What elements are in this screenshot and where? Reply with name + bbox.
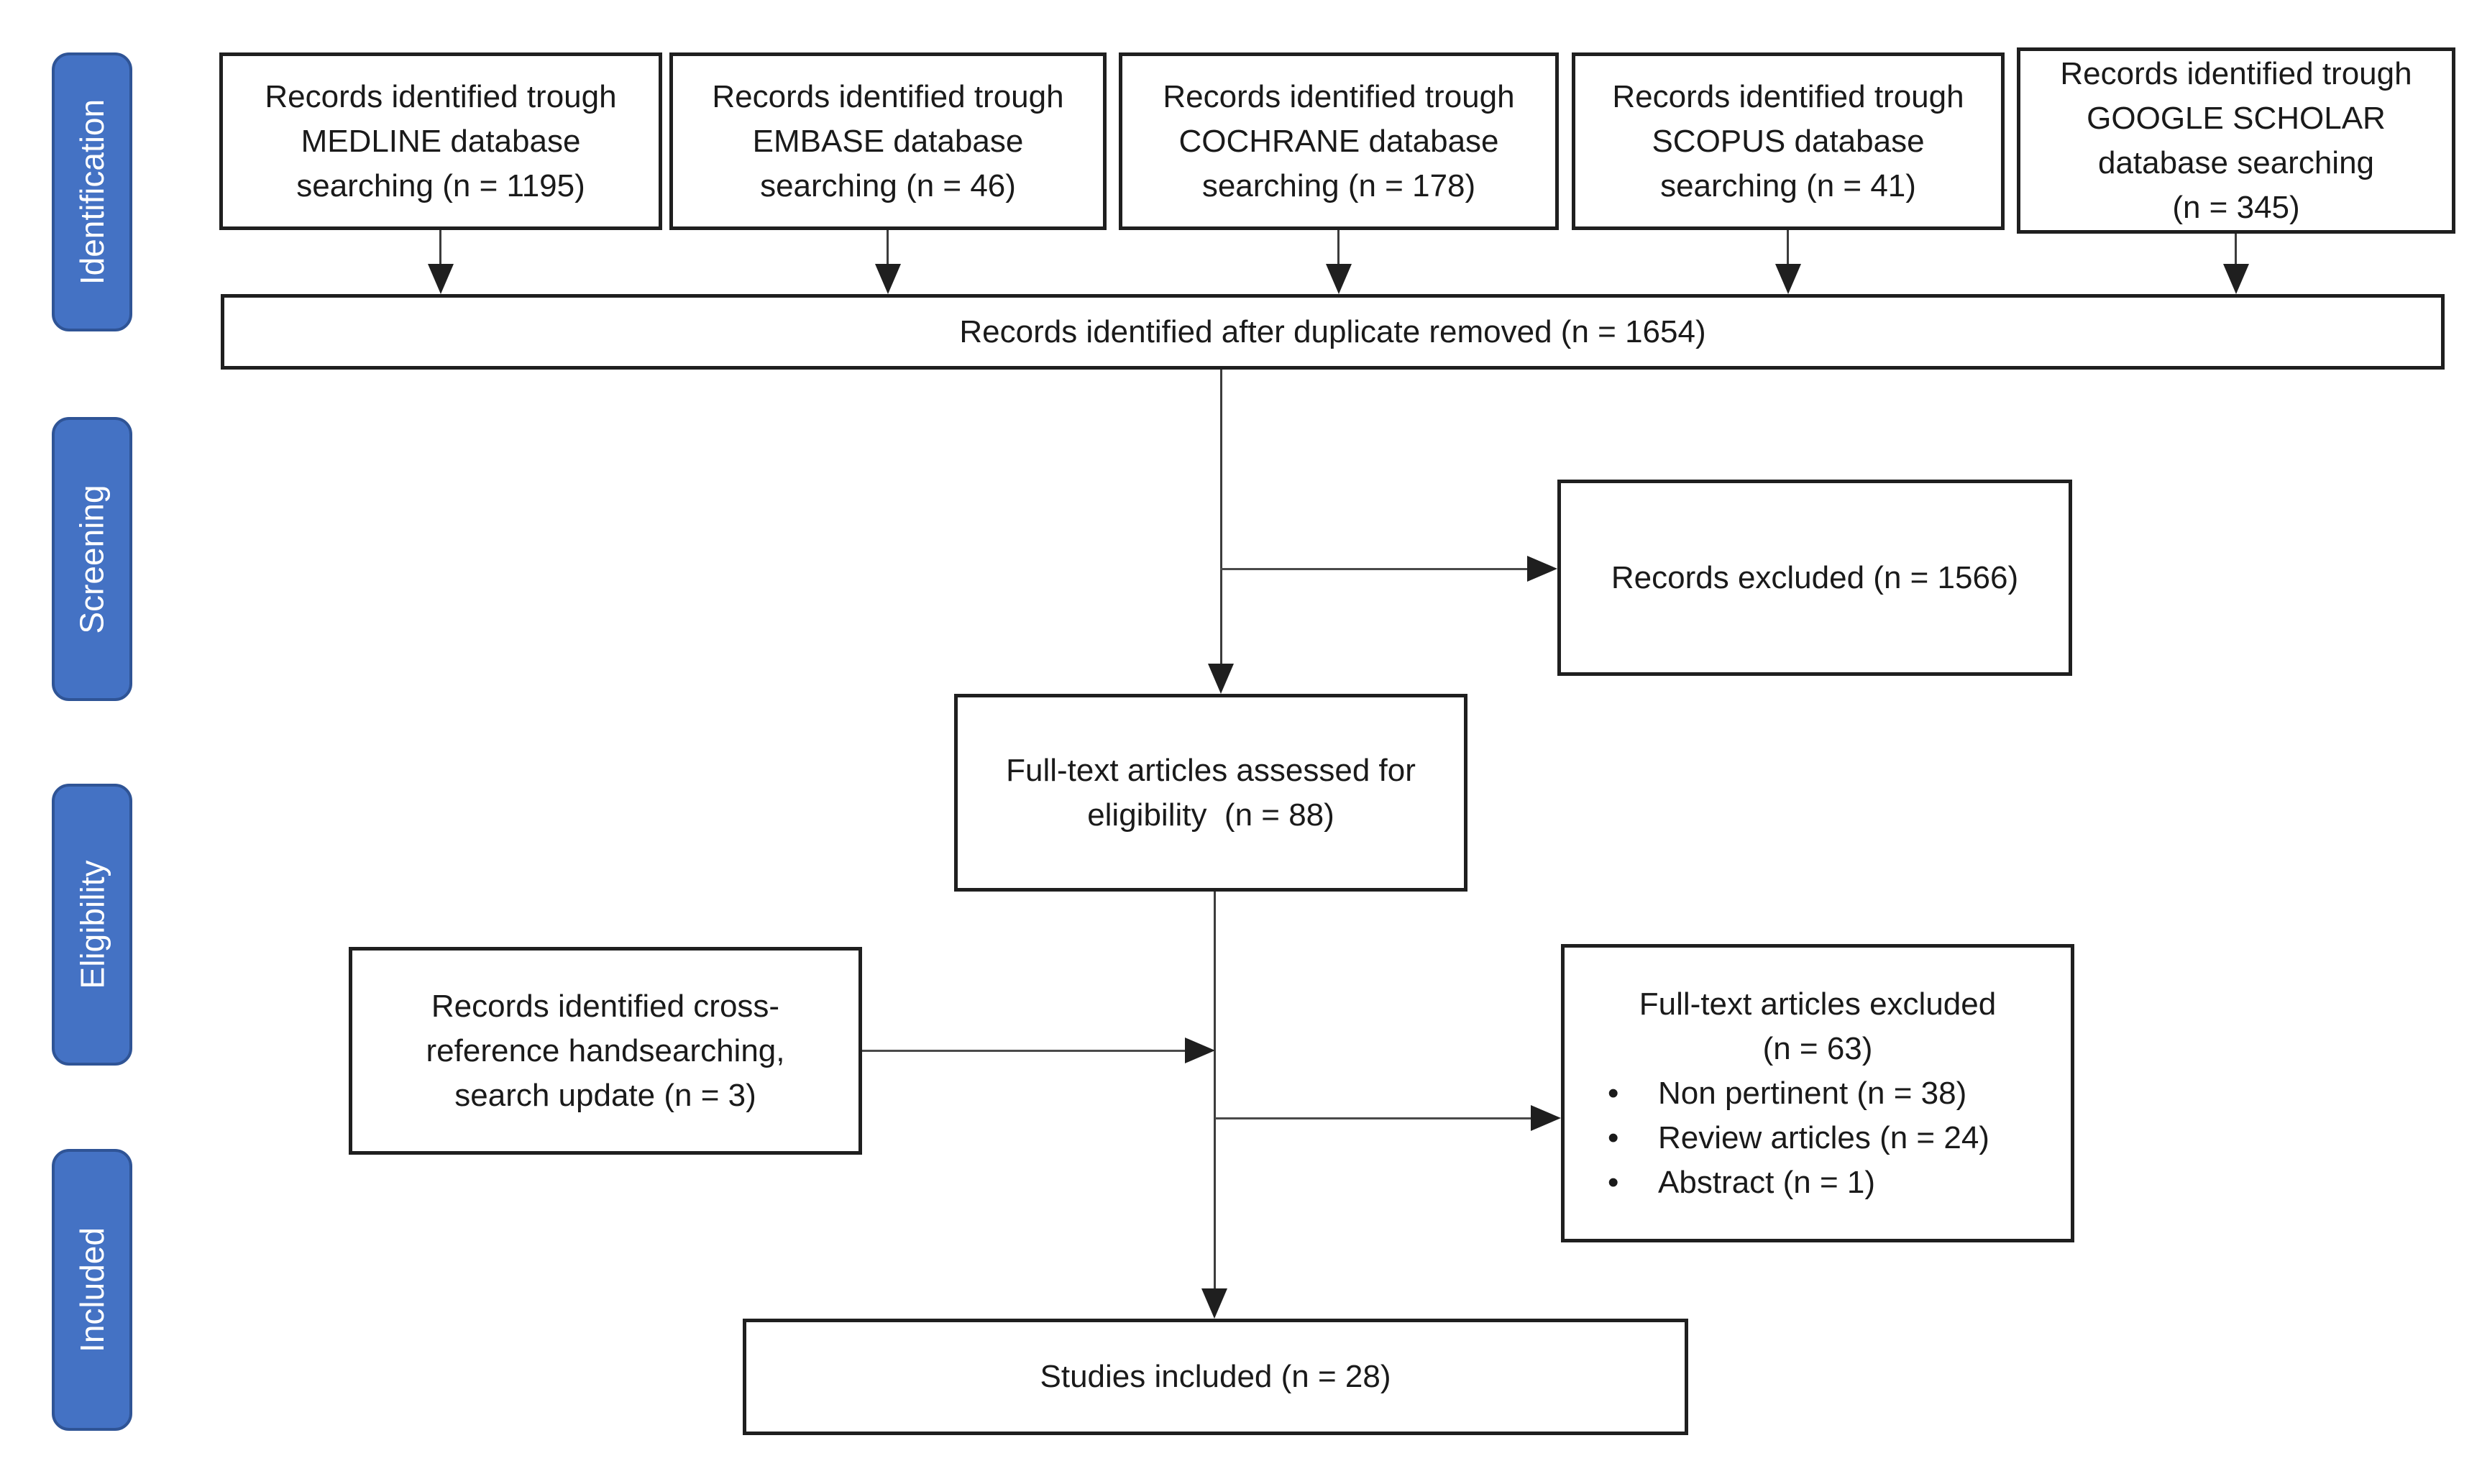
fulltext-excluded-box: Full-text articles excluded (n = 63) • N… [1561, 944, 2074, 1242]
stage-included: Included [52, 1149, 132, 1431]
source-box-medline-text: MEDLINE database [301, 123, 581, 159]
stage-screening: Screening [52, 417, 132, 701]
fulltext-excluded-bullet-text: Review articles (n = 24) [1658, 1119, 1989, 1155]
source-box-google-scholar-text: database searching [2097, 145, 2375, 180]
source-box-google-scholar-text: GOOGLE SCHOLAR [2087, 100, 2386, 136]
connector-dedup-to-assessed [1220, 370, 1222, 666]
arrowhead-fulltext-excluded-icon [1531, 1105, 1561, 1131]
fulltext-excluded-bullet-text: Abstract (n = 1) [1658, 1164, 1876, 1200]
connector-cochrane-to-dedup [1337, 230, 1340, 265]
crossref-handsearch-box: Records identified cross- reference hand… [349, 947, 862, 1155]
source-box-embase-text: searching (n = 46) [760, 168, 1016, 203]
fulltext-excluded-bullet-row: • Non pertinent (n = 38) [1565, 1071, 2071, 1116]
fulltext-excluded-bullet-text: Non pertinent (n = 38) [1658, 1075, 1967, 1111]
stage-included-label: Included [73, 1227, 111, 1352]
deduplicated-records-text: Records identified after duplicate remov… [959, 313, 1706, 349]
source-box-cochrane: Records identified trough COCHRANE datab… [1119, 52, 1559, 230]
source-box-cochrane-text: COCHRANE database [1178, 123, 1499, 159]
fulltext-assessed-box: Full-text articles assessed for eligibil… [954, 694, 1467, 892]
arrowhead-scopus-icon [1775, 264, 1801, 294]
source-box-embase: Records identified trough EMBASE databas… [669, 52, 1107, 230]
source-box-scopus-text: SCOPUS database [1652, 123, 1925, 159]
stage-eligibility-label: Eligibility [73, 860, 111, 989]
studies-included-text: Studies included (n = 28) [1040, 1359, 1391, 1394]
source-box-google-scholar: Records identified trough GOOGLE SCHOLAR… [2017, 47, 2455, 234]
records-excluded-box: Records excluded (n = 1566) [1557, 480, 2072, 676]
arrowhead-to-included-icon [1201, 1288, 1227, 1319]
fulltext-excluded-bullet-row: • Review articles (n = 24) [1565, 1116, 2071, 1160]
source-box-medline-text: Records identified trough [265, 78, 617, 114]
studies-included-box: Studies included (n = 28) [743, 1319, 1688, 1435]
records-excluded-text: Records excluded (n = 1566) [1611, 559, 2019, 595]
source-box-medline-text: searching (n = 1195) [296, 168, 585, 203]
arrowhead-cochrane-icon [1326, 264, 1352, 294]
crossref-handsearch-text: search update (n = 3) [454, 1077, 756, 1113]
bullet-icon: • [1608, 1164, 1619, 1200]
connector-google-scholar-to-dedup [2235, 234, 2237, 265]
stage-identification: Identification [52, 52, 132, 331]
fulltext-assessed-text: eligibility (n = 88) [1087, 797, 1334, 833]
source-box-scopus-text: searching (n = 41) [1660, 168, 1916, 203]
stage-screening-label: Screening [73, 484, 111, 634]
deduplicated-records-box: Records identified after duplicate remov… [221, 294, 2445, 370]
arrowhead-records-excluded-icon [1527, 556, 1557, 582]
fulltext-excluded-bullet-row: • Abstract (n = 1) [1565, 1160, 2071, 1205]
arrowhead-crossref-icon [1185, 1038, 1215, 1063]
connector-medline-to-dedup [439, 230, 441, 265]
bullet-icon: • [1608, 1119, 1619, 1155]
arrowhead-embase-icon [875, 264, 901, 294]
bullet-icon: • [1608, 1075, 1619, 1111]
connector-crossref-to-mainline [862, 1050, 1186, 1052]
source-box-embase-text: EMBASE database [752, 123, 1024, 159]
arrowhead-to-assessed-icon [1208, 664, 1234, 694]
source-box-google-scholar-text: Records identified trough [2060, 55, 2412, 91]
connector-assessed-to-included [1214, 892, 1216, 1290]
source-box-medline: Records identified trough MEDLINE databa… [219, 52, 662, 230]
connector-embase-to-dedup [887, 230, 889, 265]
source-box-embase-text: Records identified trough [712, 78, 1064, 114]
connector-branch-to-records-excluded [1220, 568, 1529, 570]
stage-eligibility: Eligibility [52, 784, 132, 1066]
crossref-handsearch-text: Records identified cross- [431, 988, 780, 1024]
source-box-cochrane-text: Records identified trough [1163, 78, 1515, 114]
stage-identification-label: Identification [73, 99, 111, 285]
connector-branch-to-fulltext-excluded [1215, 1117, 1531, 1119]
fulltext-excluded-title: Full-text articles excluded [1639, 986, 1997, 1022]
source-box-google-scholar-text: (n = 345) [2172, 189, 2300, 225]
fulltext-assessed-text: Full-text articles assessed for [1006, 752, 1416, 788]
connector-scopus-to-dedup [1787, 230, 1789, 265]
arrowhead-medline-icon [428, 264, 454, 294]
source-box-scopus-text: Records identified trough [1612, 78, 1964, 114]
source-box-cochrane-text: searching (n = 178) [1201, 168, 1476, 203]
crossref-handsearch-text: reference handsearching, [426, 1032, 785, 1068]
arrowhead-google-scholar-icon [2223, 264, 2249, 294]
fulltext-excluded-count: (n = 63) [1762, 1030, 1873, 1066]
source-box-scopus: Records identified trough SCOPUS databas… [1572, 52, 2005, 230]
